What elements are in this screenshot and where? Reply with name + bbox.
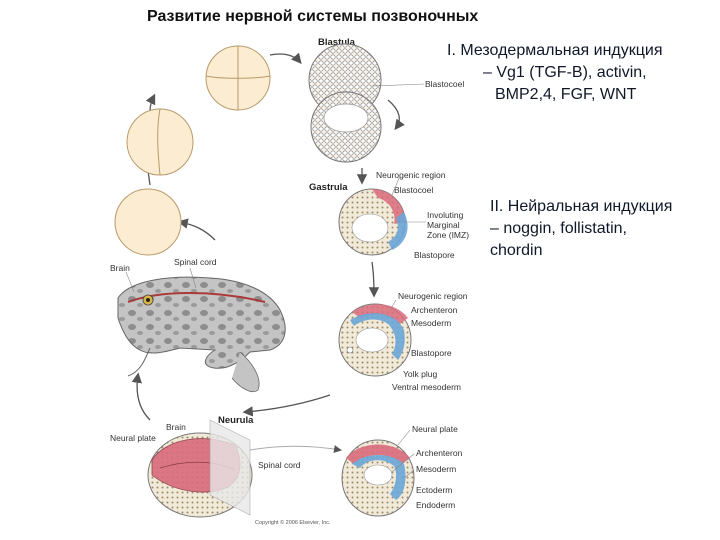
arrow-frog-to-egg: [177, 218, 216, 241]
label-mesoderm-2: Mesoderm: [416, 464, 456, 474]
label-archenteron-2: Archenteron: [416, 448, 463, 458]
label-neurogenic-region-1: Neurogenic region: [376, 170, 446, 180]
label-neurogenic-region-2: Neurogenic region: [398, 291, 468, 301]
label-spinal-cord-frog: Spinal cord: [174, 257, 217, 267]
neural-induction-line-3: chordin: [490, 242, 543, 259]
label-neural-plate-right: Neural plate: [412, 424, 458, 434]
mesodermal-induction-line-1: I. Мезодермальная индукция: [447, 42, 663, 59]
blastula-section: [310, 91, 382, 163]
arrow-gastrula-to-neurula: [242, 394, 331, 417]
mesodermal-induction-text: I. Мезодермальная индукция – Vg1 (TGF-B)…: [447, 40, 663, 106]
label-brain-frog: Brain: [110, 263, 130, 273]
leader-blastocoel-1: [371, 83, 425, 87]
two-cell-embryo: [126, 108, 194, 176]
mesodermal-induction-line-3: BMP2,4, FGF, WNT: [495, 86, 637, 103]
label-imz: Zone (IMZ): [427, 230, 469, 240]
stage-label-gastrula: Gastrula: [309, 182, 348, 193]
leader-neurogenic-1: [391, 175, 401, 196]
arrow-neurula-to-frog: [131, 372, 151, 421]
label-involuting: Involuting: [427, 210, 464, 220]
copyright-notice: Copyright © 2006 Elsevier, Inc.: [255, 519, 331, 526]
stage-label-blastula: Blastula: [318, 37, 356, 48]
leader-neural-plate-right: [397, 429, 411, 446]
label-yolk-plug: Yolk plug: [403, 369, 437, 379]
label-archenteron-1: Archenteron: [411, 305, 458, 315]
neural-induction-text: II. Нейральная индукция – noggin, follis…: [490, 196, 672, 262]
four-cell-embryo: [205, 45, 271, 111]
leader-neurogenic-2: [389, 299, 397, 311]
neural-induction-line-2: – noggin, follistatin,: [490, 220, 627, 237]
label-spinal-cord-neurula: Spinal cord: [258, 460, 301, 470]
arrow-gastrula-to-late-gastrula: [368, 261, 380, 298]
label-neural-plate-left: Neural plate: [110, 433, 156, 443]
label-brain-neurula: Brain: [166, 422, 186, 432]
late-gastrula-embryo: [338, 303, 412, 377]
arrow-four-cell-to-blastula: [269, 52, 302, 64]
label-blastocoel-1: Blastocoel: [425, 79, 464, 89]
slide-title: Развитие нервной системы позвоночных: [147, 8, 479, 25]
leader-archenteron-2: [391, 453, 415, 473]
mesodermal-induction-line-2: – Vg1 (TGF-B), activin,: [483, 64, 647, 81]
leader-spinal-frog: [189, 267, 197, 289]
label-mesoderm-1: Mesoderm: [411, 318, 451, 328]
label-blastocoel-2: Blastocoel: [394, 185, 433, 195]
leader-brain-frog: [125, 271, 135, 293]
stage-label-neurula: Neurula: [218, 415, 254, 426]
fertilized-egg: [114, 188, 182, 256]
neurula-embryo: [147, 419, 253, 518]
label-endoderm: Endoderm: [416, 500, 455, 510]
label-ectoderm: Ectoderm: [416, 485, 452, 495]
label-marginal: Marginal: [427, 220, 460, 230]
neurula-cross-section: [341, 439, 415, 517]
early-gastrula-embryo: [338, 188, 408, 256]
label-blastopore-2: Blastopore: [411, 348, 452, 358]
arrow-neurula-to-section: [249, 445, 342, 453]
label-blastopore-1: Blastopore: [414, 250, 455, 260]
leader-mesoderm-2: [403, 469, 415, 479]
adult-frog-illustration: [117, 276, 286, 393]
neural-induction-line-1: II. Нейральная индукция: [490, 198, 673, 215]
arrow-blastula-to-section: [387, 99, 405, 131]
label-ventral-mesoderm: Ventral mesoderm: [392, 382, 461, 392]
